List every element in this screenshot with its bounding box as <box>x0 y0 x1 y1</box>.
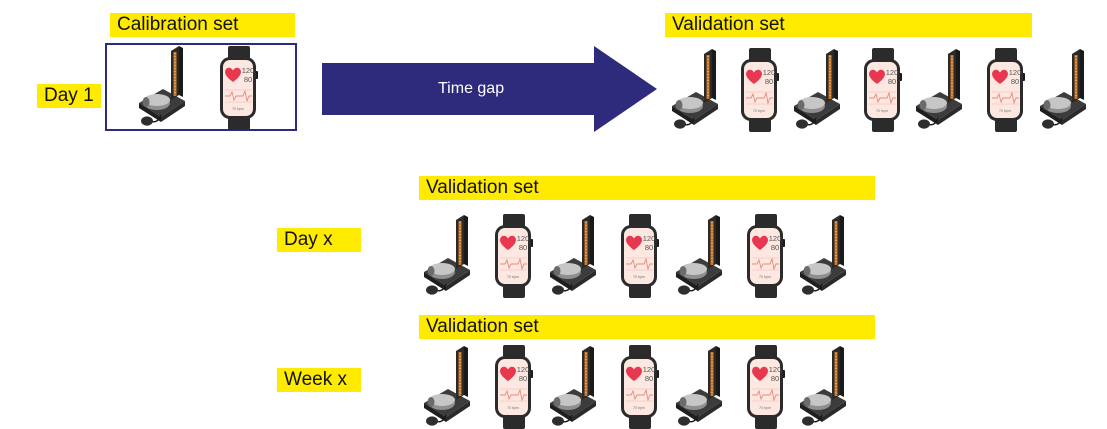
week-x-label: Week x <box>277 368 361 392</box>
sphygmomanometer-icon <box>798 214 860 298</box>
smartwatch-icon <box>863 48 903 132</box>
sphygmomanometer-icon <box>548 345 610 429</box>
day-1-label: Day 1 <box>37 84 101 108</box>
sphygmomanometer-icon <box>548 214 610 298</box>
sphygmomanometer-icon <box>792 48 854 132</box>
smartwatch-icon <box>494 345 534 429</box>
validation-row-day-x <box>422 214 862 298</box>
smartwatch-icon <box>740 48 780 132</box>
smartwatch-icon <box>219 46 259 130</box>
sphygmomanometer-icon <box>798 345 860 429</box>
smartwatch-icon <box>746 214 786 298</box>
smartwatch-icon <box>620 345 660 429</box>
smartwatch-icon <box>746 345 786 429</box>
time-gap-label: Time gap <box>438 80 505 97</box>
smartwatch-icon <box>620 214 660 298</box>
sphygmomanometer-icon <box>914 48 976 132</box>
sphygmomanometer-icon <box>670 48 732 132</box>
sphygmomanometer-icon <box>1038 48 1050 132</box>
time-gap-arrow <box>322 46 657 132</box>
validation-row-week-x <box>422 345 862 429</box>
sphygmomanometer-icon <box>422 214 484 298</box>
day-x-label: Day x <box>277 228 361 252</box>
validation-set-label-week-x: Validation set <box>419 315 875 339</box>
sphygmomanometer-icon <box>674 214 736 298</box>
smartwatch-icon <box>986 48 1026 132</box>
validation-set-label-day1: Validation set <box>665 13 1032 37</box>
sphygmomanometer-icon <box>422 345 484 429</box>
validation-set-label-day-x: Validation set <box>419 176 875 200</box>
sphygmomanometer-icon <box>137 45 199 129</box>
validation-row-day1 <box>670 48 1050 132</box>
smartwatch-icon <box>494 214 534 298</box>
calibration-set-box <box>105 43 297 131</box>
calibration-set-label: Calibration set <box>110 13 295 37</box>
sphygmomanometer-icon <box>674 345 736 429</box>
